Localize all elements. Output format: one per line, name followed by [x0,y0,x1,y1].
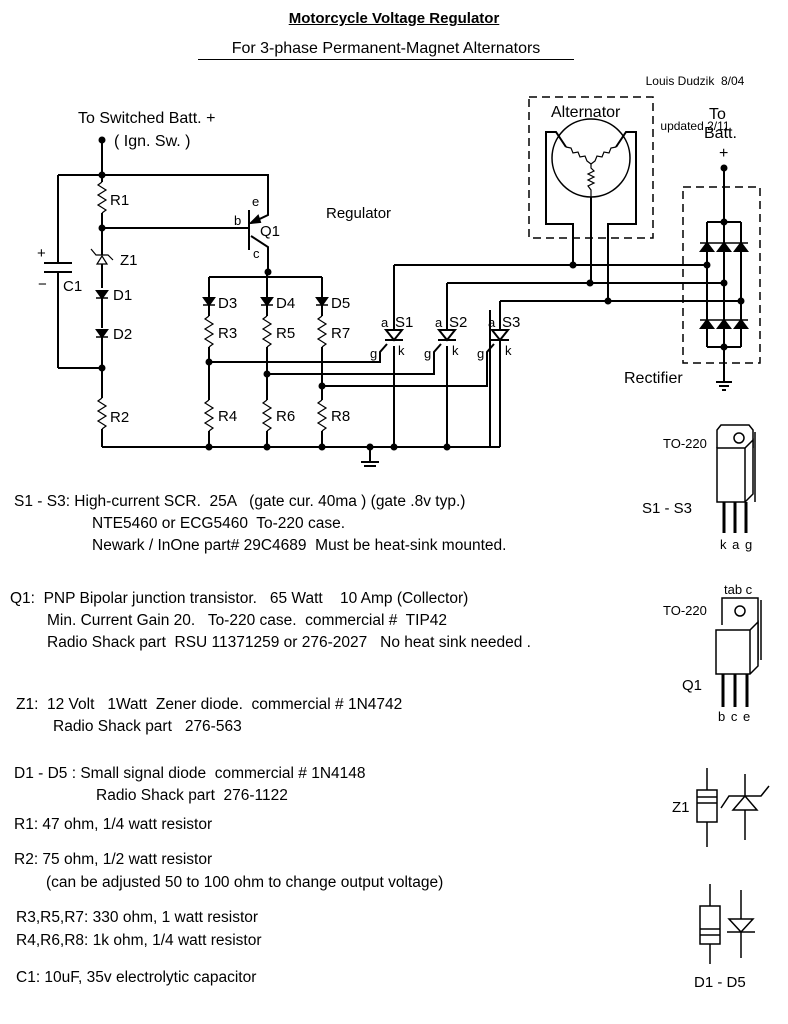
scr-pin-labels: k a g [720,537,753,552]
spec-q1-line2: Min. Current Gain 20. To-220 case. comme… [47,612,448,629]
s1-cathode-label: k [398,343,405,358]
diode-icon-label: D1 - D5 [694,974,746,991]
s3-gate-label: g [477,346,484,361]
spec-q1-line3: Radio Shack part RSU 11371259 or 276-202… [47,634,531,651]
q1-tab-label: tab c [724,582,753,597]
label-d1: D1 [113,287,132,304]
q1-case-label: TO-220 [663,603,707,618]
spec-diode-line2: Radio Shack part 276-1122 [96,787,288,804]
s2-anode-label: a [435,315,443,330]
q1-emitter-label: e [252,194,259,209]
q1-pin-labels: b c e [718,709,751,724]
scr-s2 [436,282,590,447]
spec-scr-line1: S1 - S3: High-current SCR. 25A (gate cur… [14,493,466,510]
scr-package-label: S1 - S3 [642,500,692,517]
spec-z1-line2: Radio Shack part 276-563 [53,718,242,735]
branch-2 [260,272,274,447]
s3-anode-label: a [488,315,496,330]
spec-r357: R3,R5,R7: 330 ohm, 1 watt resistor [16,909,259,926]
label-r7: R7 [331,325,350,342]
label-r3: R3 [218,325,237,342]
diode-d1 [95,290,109,328]
diode-d2 [95,329,109,372]
label-r5: R5 [276,325,295,342]
regulator-label: Regulator [326,205,391,222]
rectifier-label: Rectifier [624,370,683,387]
capacitor-c1 [44,175,102,369]
scr-case-label: TO-220 [663,436,707,451]
label-s2: S2 [449,314,467,331]
q1-base-label: b [234,213,241,228]
label-d4: D4 [276,295,295,312]
spec-c1: C1: 10uF, 35v electrolytic capacitor [16,969,257,986]
scr-s1 [383,264,573,447]
label-r6: R6 [276,408,295,425]
s1-gate-label: g [370,346,377,361]
s1-anode-label: a [381,315,389,330]
alternator-label: Alternator [551,104,621,121]
label-r2: R2 [110,409,129,426]
s2-cathode-label: k [452,343,459,358]
label-s3: S3 [502,314,520,331]
spec-r2-line2: (can be adjusted 50 to 100 ohm to change… [46,874,444,891]
label-r1: R1 [110,192,129,209]
spec-r2-line1: R2: 75 ohm, 1/2 watt resistor [14,851,213,868]
scr-package-icon [716,424,756,533]
spec-q1-line1: Q1: PNP Bipolar junction transistor. 65 … [10,590,469,607]
cap-plus: + [37,245,46,262]
zener-diode-icon [696,768,770,847]
spec-r1: R1: 47 ohm, 1/4 watt resistor [14,816,213,833]
label-d5: D5 [331,295,350,312]
label-d2: D2 [113,326,132,343]
author-note: Louis Dudzik 8/04 updated 2/11 [640,44,750,149]
q1-package-label: Q1 [682,677,702,694]
supply-sublabel: ( Ign. Sw. ) [114,133,190,150]
label-q1: Q1 [260,223,280,240]
diode-icon [699,884,755,964]
supply-label: To Switched Batt. + [78,110,215,127]
transistor-q1 [180,205,272,276]
label-r8: R8 [331,408,350,425]
ground-bus [102,310,491,467]
resistor-r2 [96,368,108,447]
q1-collector-label: c [253,246,260,261]
spec-r468: R4,R6,R8: 1k ohm, 1/4 watt resistor [16,932,262,949]
label-s1: S1 [395,314,413,331]
page-title: Motorcycle Voltage Regulator [288,10,500,27]
spec-z1-line1: Z1: 12 Volt 1Watt Zener diode. commercia… [16,696,403,713]
spec-diode-line1: D1 - D5 : Small signal diode commercial … [14,765,366,782]
author-name: Louis Dudzik 8/04 [645,74,745,88]
batt-label-plus: + [719,145,728,162]
spec-scr-line3: Newark / InOne part# 29C4689 Must be hea… [92,537,507,554]
label-c1: C1 [63,278,82,295]
label-z1: Z1 [120,252,138,269]
page-subtitle: For 3-phase Permanent-Magnet Alternators [198,40,574,60]
s2-gate-label: g [424,346,431,361]
alternator [528,96,654,301]
rectifier [682,164,761,391]
cap-minus: − [38,276,47,293]
q1-package-icon [715,597,762,707]
scr-s3 [489,300,608,447]
label-r4: R4 [218,408,237,425]
updated-date: updated 2/11 [660,119,730,133]
batt-label-to: To [709,106,726,123]
label-d3: D3 [218,295,237,312]
zener-icon-label: Z1 [672,799,690,816]
spec-scr-line2: NTE5460 or ECG5460 To-220 case. [92,515,346,532]
zener-z1 [90,228,114,288]
batt-label-batt: Batt. [704,125,737,142]
s3-cathode-label: k [505,343,512,358]
